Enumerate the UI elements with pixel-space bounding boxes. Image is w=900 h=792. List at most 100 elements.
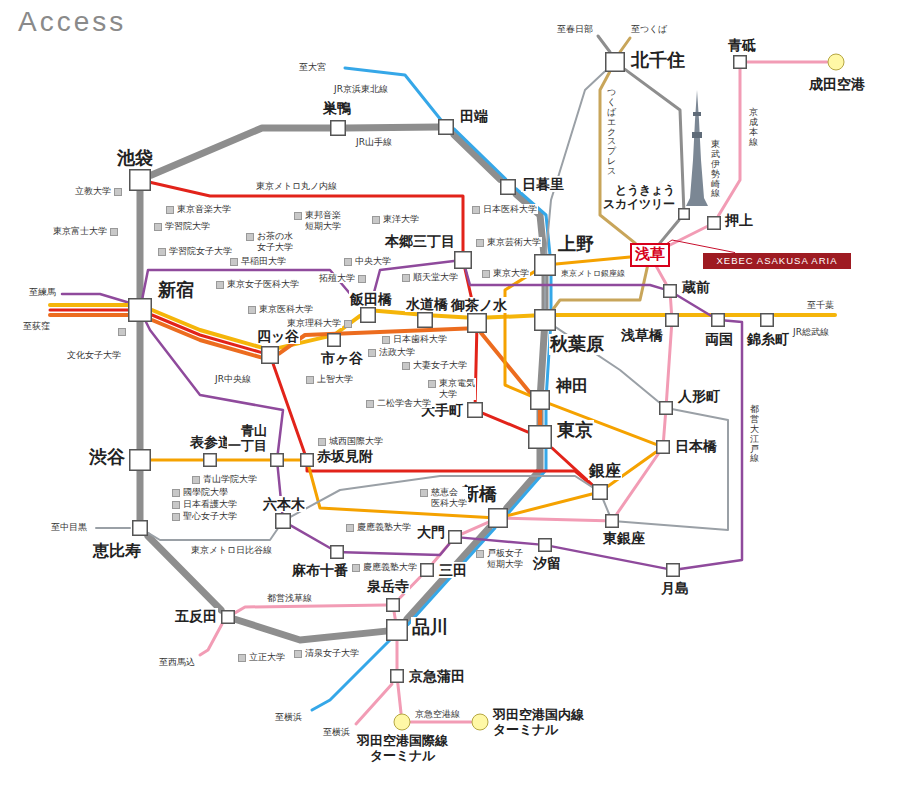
university-marker <box>158 248 166 256</box>
university-name: 戸板女子 短期大学 <box>486 548 524 570</box>
university-name: 國學院大學 <box>182 487 229 497</box>
university-name: 大妻女子大学 <box>412 360 468 370</box>
route-text: 至つくば <box>630 24 668 34</box>
route-label: 京急空港線 <box>414 709 461 720</box>
map-title: Access <box>18 6 126 38</box>
university-label: 慈恵会 医科大学 <box>418 487 468 509</box>
station-marker: 人形町 <box>659 401 673 415</box>
rail-line <box>666 327 671 401</box>
university-name: 学習院女子大学 <box>168 246 233 256</box>
rail-line <box>152 315 261 352</box>
station-name: 羽田空港国際線 ターミナル <box>356 734 449 764</box>
university-marker <box>352 564 360 572</box>
station-name: 秋葉原 <box>549 334 605 355</box>
station-name: 麻布十番 <box>291 562 349 578</box>
leader-line <box>667 240 735 253</box>
terminal-circle-outline <box>394 714 410 730</box>
route-text: 至大宮 <box>298 62 327 72</box>
university-marker <box>114 188 122 196</box>
line-stub <box>50 303 128 307</box>
station-name: 成田空港 <box>808 76 866 92</box>
rail-line <box>747 61 827 64</box>
line-stub <box>96 527 130 529</box>
station-name: 錦糸町 <box>746 331 790 347</box>
station-marker: 汐留 <box>538 538 552 552</box>
university-label: お茶の水 女子大学 <box>244 231 294 253</box>
line-stub <box>50 313 128 317</box>
route-label: 東京メトロ銀座線 <box>560 269 626 279</box>
rail-line <box>235 605 386 613</box>
line-stub <box>356 684 392 724</box>
route-text: 至横浜 <box>322 727 351 737</box>
university-label: 二松学舎大学 <box>364 398 432 409</box>
station-marker: 渋谷 <box>129 449 151 471</box>
university-marker <box>216 281 224 289</box>
station-marker: 品川 <box>386 619 408 641</box>
station-marker: 青砥 <box>733 55 747 69</box>
rail-line <box>600 72 635 243</box>
route-text: 京成本線 <box>749 108 758 148</box>
station-marker: 本郷三丁目 <box>454 251 472 269</box>
station-marker: 上野 <box>534 254 556 276</box>
rail-line <box>151 183 463 251</box>
station-name: 東銀座 <box>602 530 646 546</box>
university-label: 法政大学 <box>366 347 416 358</box>
station-name: 四ッ谷 <box>256 328 300 344</box>
university-name: 上智大学 <box>316 374 354 384</box>
rail-line <box>137 471 144 520</box>
route-label: JR山手線 <box>355 137 393 148</box>
route-text: 至西馬込 <box>158 657 196 667</box>
rail-line <box>411 721 471 724</box>
university-label: 学習院大学 <box>152 221 211 232</box>
university-name: 立正大学 <box>248 652 286 662</box>
line-stub <box>775 313 835 317</box>
rail-line <box>670 298 671 313</box>
route-label: 至横浜 <box>322 727 351 738</box>
station-marker: 市ヶ谷 <box>327 333 341 347</box>
rail-line <box>538 410 542 425</box>
rail-line <box>718 69 740 216</box>
route-label: 東京メトロ丸ノ内線 <box>255 181 338 192</box>
station-name: 京急蒲田 <box>408 668 466 684</box>
station-marker: 表参道 <box>203 453 217 467</box>
university-marker <box>372 216 380 224</box>
station-name: 本郷三丁目 <box>384 233 456 249</box>
route-label: 至中目黒 <box>50 522 88 533</box>
rail-line <box>677 295 711 316</box>
station-name: 泉岳寺 <box>366 578 410 594</box>
terminal-circle: 羽田空港国内線 ターミナル <box>471 713 489 731</box>
rail-line <box>546 71 605 254</box>
station-name: 田端 <box>459 108 489 124</box>
university-label: 東京電気 大学 <box>426 378 476 400</box>
station-marker: 日本橋 <box>656 440 670 454</box>
station-name: 大門 <box>416 524 446 540</box>
station-marker: 東銀座 <box>605 514 619 528</box>
station-name: 恵比寿 <box>92 542 142 560</box>
university-name: 日本看護大学 <box>182 499 238 509</box>
route-label: 都営大江戸線 <box>750 405 759 464</box>
line-stub <box>50 309 128 312</box>
station-name: 浅草橋 <box>620 327 664 343</box>
university-marker <box>358 275 366 283</box>
university-name: 青山学院大学 <box>202 474 258 484</box>
university-label: 上智大学 <box>304 374 354 385</box>
rail-line <box>505 272 534 396</box>
station-marker: 青山 一丁目 <box>270 453 284 467</box>
rail-line <box>656 267 666 284</box>
university-marker <box>402 362 410 370</box>
route-text: 至練馬 <box>28 287 57 297</box>
university-name: 学習院大学 <box>164 221 211 231</box>
university-label: 東洋大学 <box>370 214 420 225</box>
rail-line <box>142 270 361 307</box>
station-marker: 銀座 <box>592 484 608 500</box>
rail-line <box>556 257 630 264</box>
university-name: 中央大学 <box>354 256 392 266</box>
rail-line <box>664 415 666 440</box>
station-marker: 東京 <box>528 425 552 449</box>
station-marker: 浅草橋 <box>665 313 679 327</box>
banner-text: XEBEC ASAKUSA ARIA <box>717 256 838 267</box>
station-marker: とうきょう スカイツリー <box>678 208 690 220</box>
station-name: 三田 <box>438 562 468 578</box>
station-name: 巣鴨 <box>322 100 352 116</box>
rail-line <box>725 313 760 317</box>
